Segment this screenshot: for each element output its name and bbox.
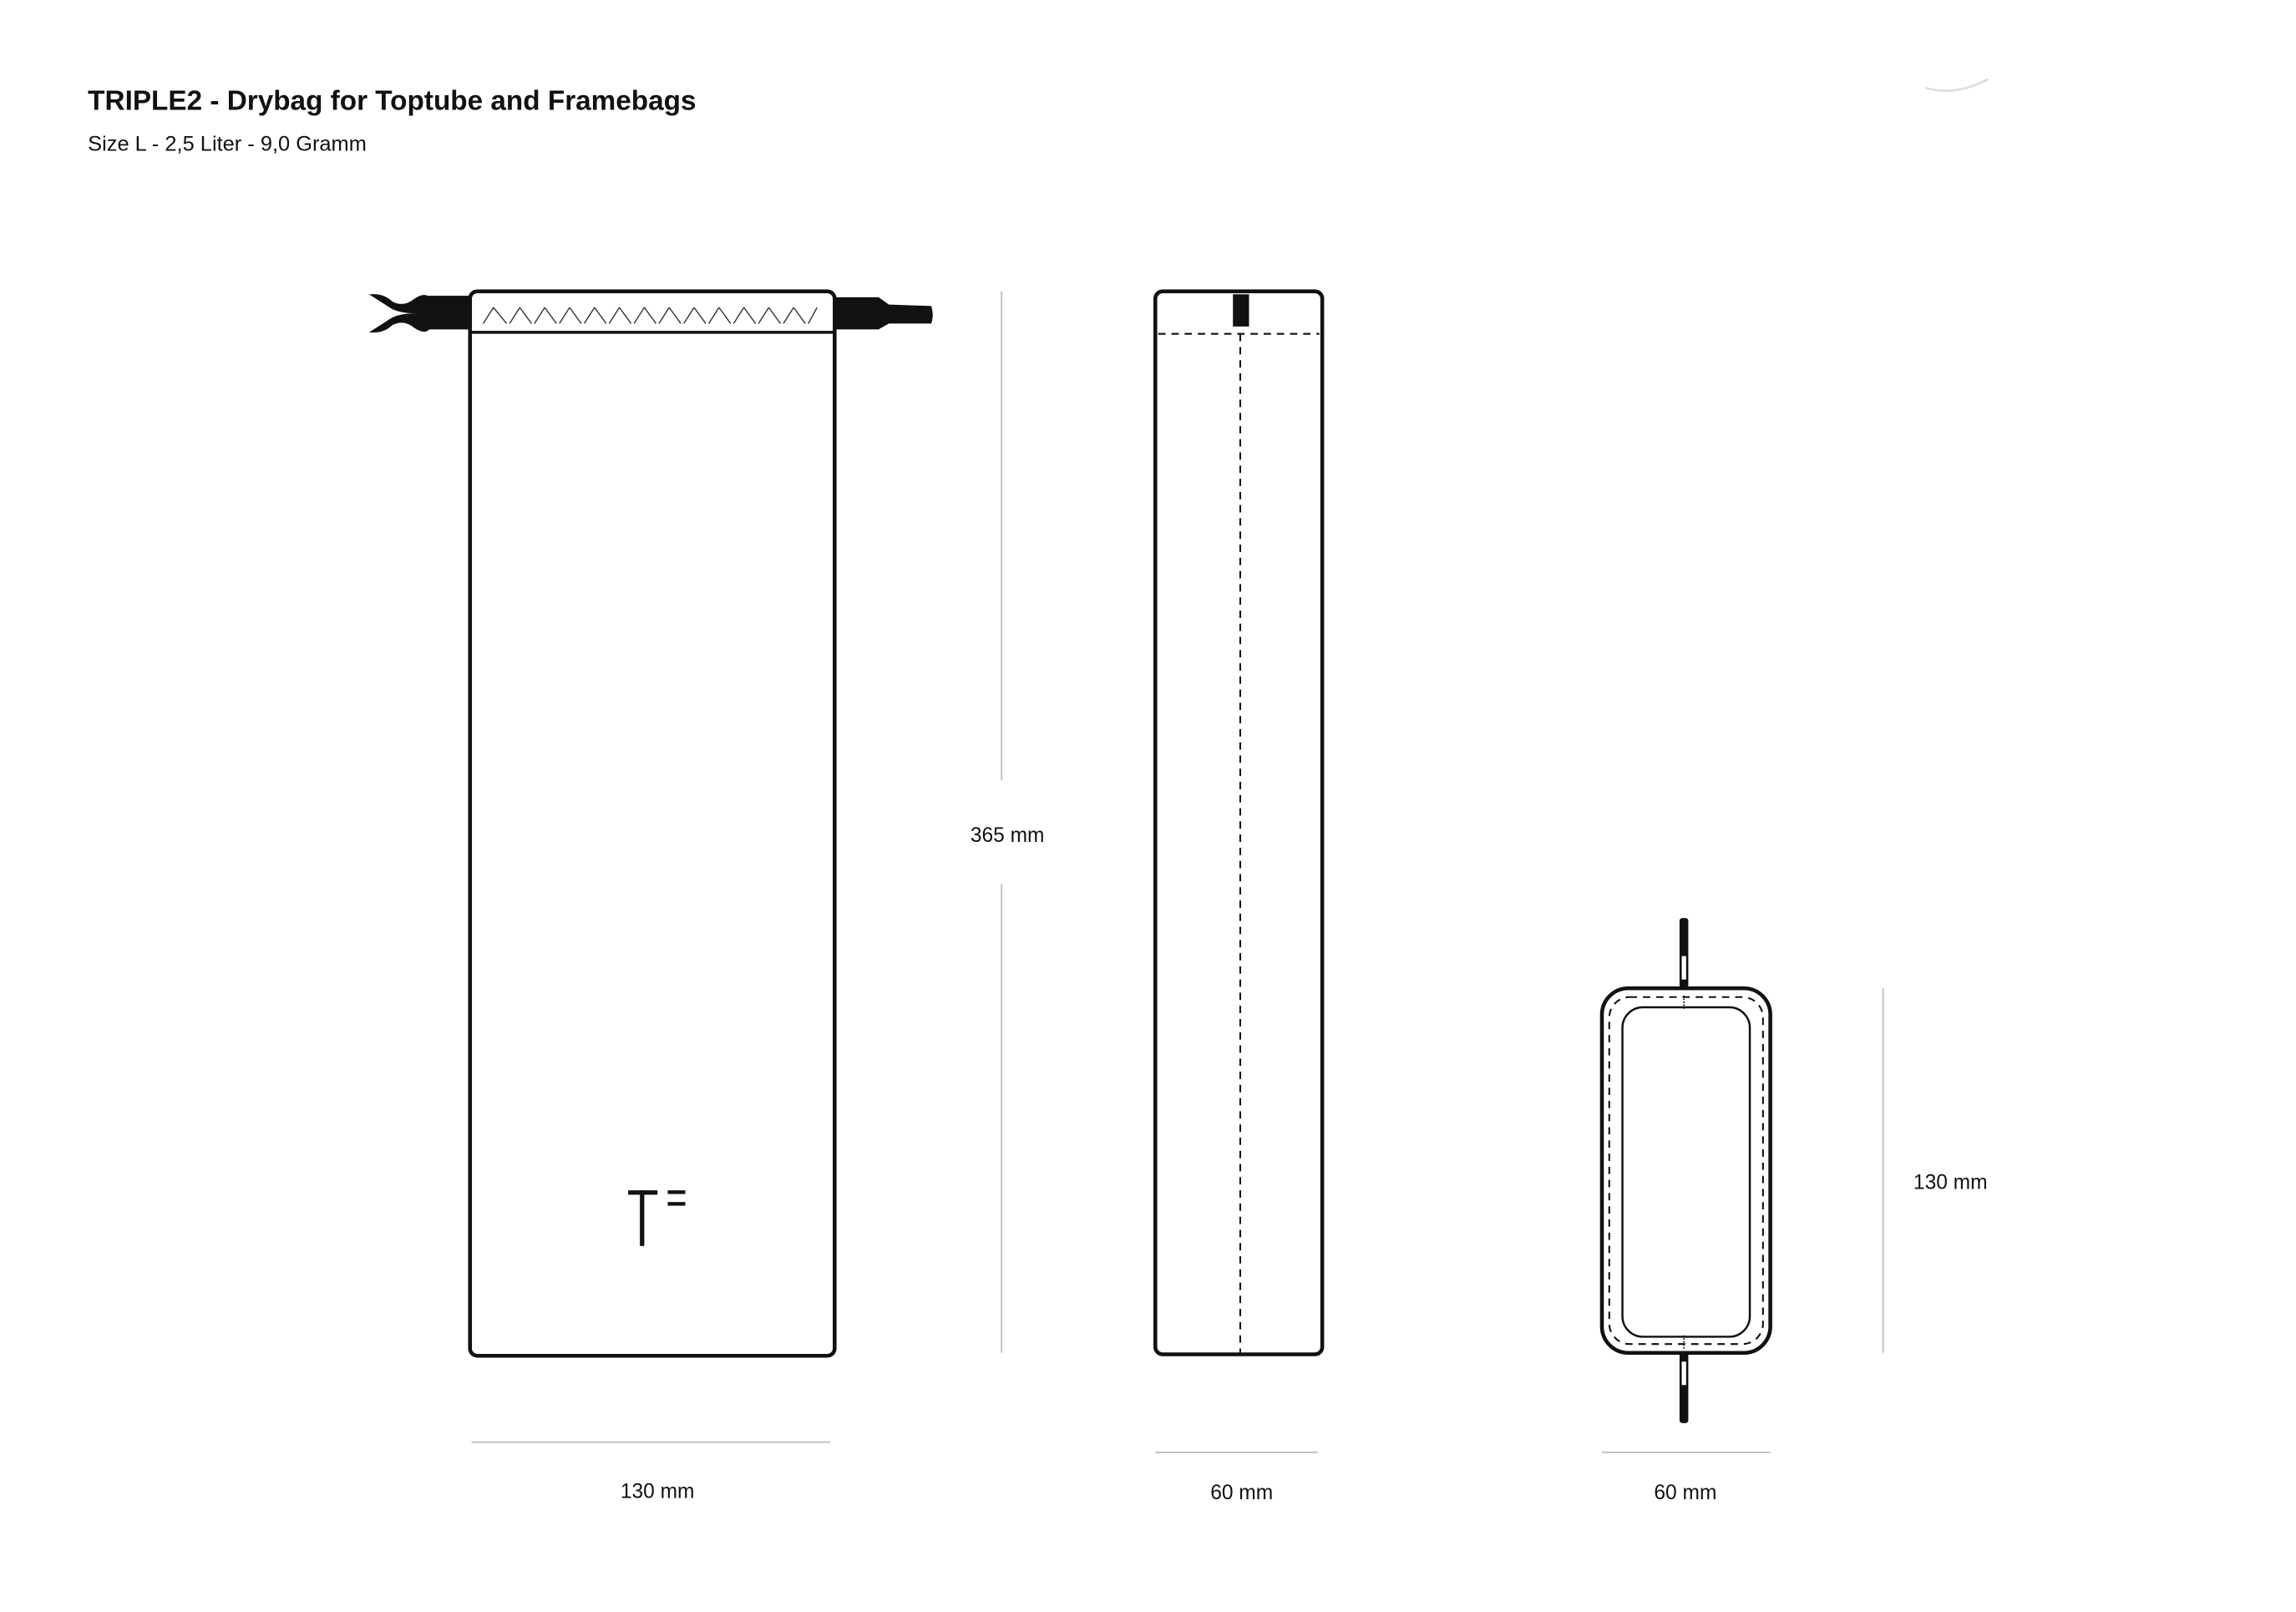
front-bag-body bbox=[468, 289, 837, 1358]
strap-end-icon bbox=[834, 297, 933, 330]
side-bag-body bbox=[1153, 289, 1325, 1356]
zigzag-weld bbox=[482, 307, 818, 324]
strap-tab bbox=[1233, 294, 1249, 327]
strap-slot bbox=[1681, 956, 1686, 980]
front-view: 365 mm 130 mm bbox=[368, 289, 1045, 1503]
top-width-label: 60 mm bbox=[1654, 1482, 1716, 1504]
top-view: 60 mm 130 mm bbox=[1599, 918, 1988, 1504]
front-height-label: 365 mm bbox=[971, 824, 1045, 847]
page-subtitle: Size L - 2,5 Liter - 9,0 Gramm bbox=[88, 133, 367, 156]
front-width-label: 130 mm bbox=[621, 1480, 695, 1503]
top-depth-label: 130 mm bbox=[1913, 1171, 1988, 1194]
corner-mark bbox=[1925, 78, 1989, 92]
seam-line bbox=[1608, 996, 1764, 1346]
buckle-icon bbox=[368, 294, 470, 333]
strap-slot bbox=[1681, 1361, 1686, 1386]
side-width-label: 60 mm bbox=[1210, 1482, 1273, 1504]
inner-opening bbox=[1621, 1006, 1751, 1338]
top-bag-outline bbox=[1599, 986, 1772, 1356]
brand-logo bbox=[628, 1190, 686, 1246]
side-view: 60 mm bbox=[1153, 289, 1325, 1504]
page-title: TRIPLE2 - Drybag for Toptube and Frameba… bbox=[88, 85, 696, 116]
